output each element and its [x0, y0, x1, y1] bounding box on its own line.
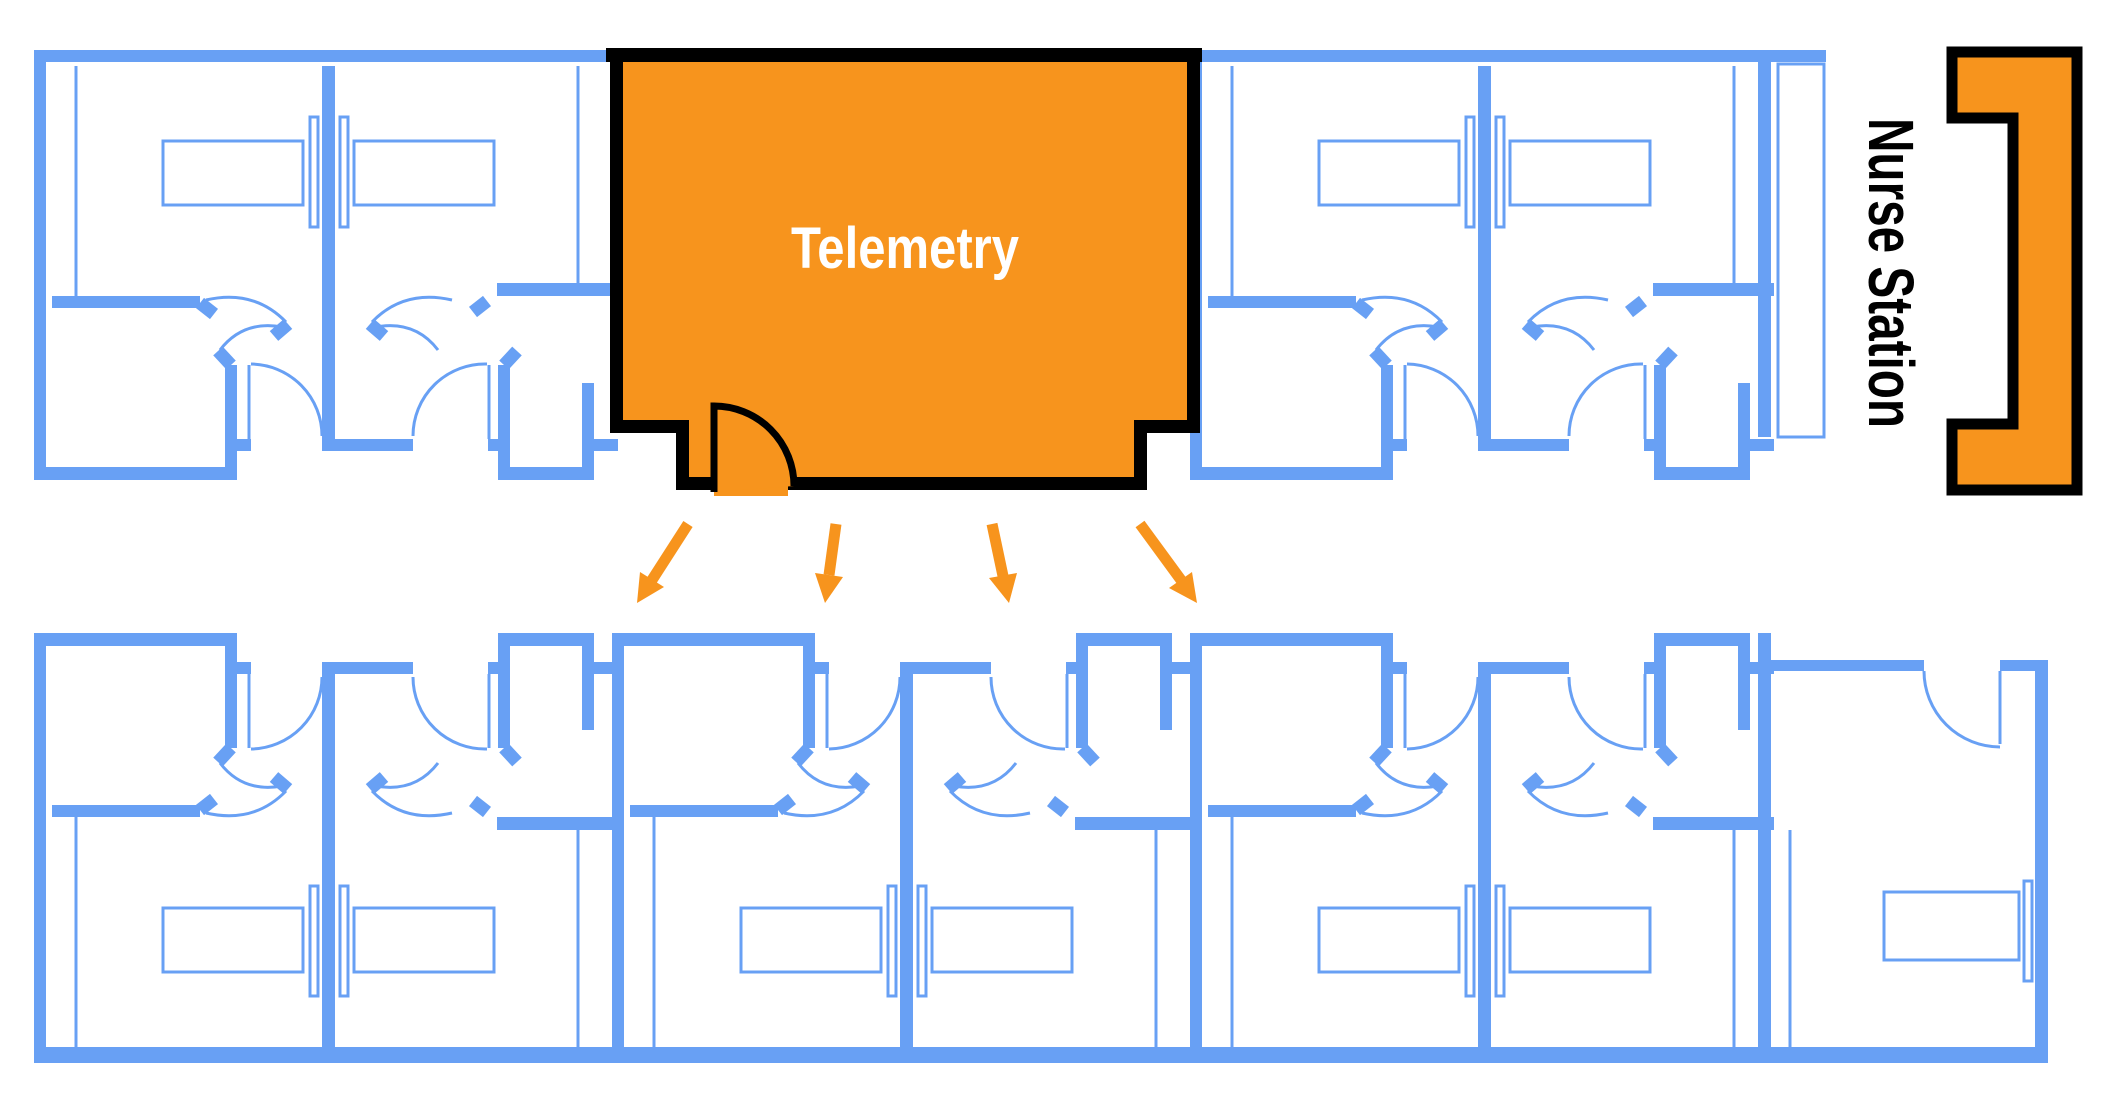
- coverage-arrow-icon: [986, 522, 1017, 603]
- telemetry-wall-left: [610, 48, 623, 433]
- top-room-row: [34, 50, 1826, 480]
- telemetry-room-label: Telemetry: [791, 216, 1019, 281]
- patient-room-pair: [612, 633, 1196, 1063]
- corridor-shaft: [1776, 62, 1826, 439]
- coverage-arrow-icon: [1135, 520, 1197, 603]
- patient-room-single: [1758, 633, 2048, 1063]
- patient-room-pair: [34, 633, 618, 1063]
- patient-room-pair: [34, 50, 618, 480]
- coverage-arrow-icon: [637, 521, 693, 603]
- nurse-station-label: Nurse Station: [1855, 118, 1927, 428]
- telemetry-wall-top: [606, 48, 1202, 62]
- bottom-room-row: [34, 633, 2048, 1063]
- corridor-end-wall: [1758, 62, 1771, 437]
- nurse-station: Nurse Station: [1855, 46, 2083, 496]
- telemetry-door-icon: [710, 402, 798, 496]
- coverage-arrow-icon: [815, 523, 843, 603]
- telemetry-floor: [614, 54, 1192, 426]
- patient-room-pair: [1190, 50, 1774, 480]
- telemetry-wall-right: [1187, 48, 1200, 433]
- nurse-station-desk-icon: [1946, 46, 2083, 496]
- telemetry-room: Telemetry: [606, 48, 1202, 496]
- patient-room-pair: [1190, 633, 1774, 1063]
- telemetry-coverage-arrows: [637, 520, 1197, 603]
- bottom-exterior-wall: [34, 1047, 2048, 1063]
